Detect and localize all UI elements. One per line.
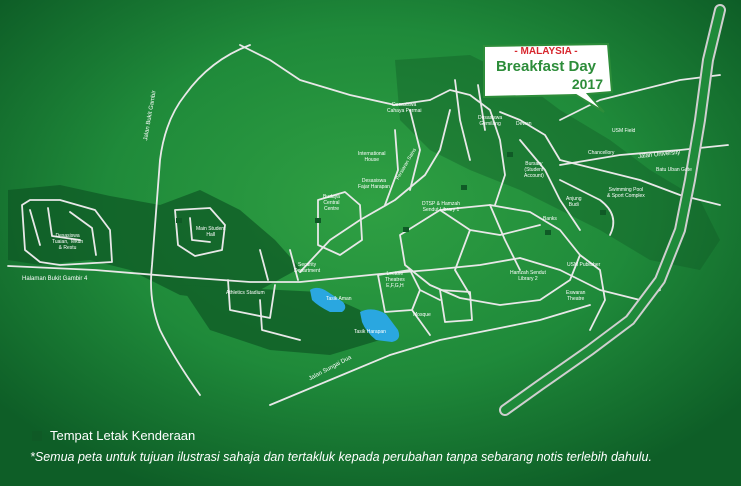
legend: Tempat Letak Kenderaan — [32, 428, 195, 443]
road-north-connector — [239, 44, 431, 106]
legend-parking-label: Tempat Letak Kenderaan — [50, 428, 196, 443]
label-desasiswa-cahaya-permai: Desasiswa Cahaya Permai — [387, 102, 422, 114]
road-stadium-inner — [259, 249, 301, 341]
label-international-house: International House — [358, 151, 386, 163]
parking-marker — [176, 218, 182, 223]
road-east-connector — [519, 139, 581, 231]
badge-shape — [483, 42, 614, 113]
label-desasiswa-fajar-harapan: Desasiswa Fajar Harapan — [358, 178, 390, 190]
disclaimer-note: *Semua peta untuk tujuan ilustrasi sahaj… — [30, 450, 652, 464]
label-mosque: Mosque — [413, 312, 431, 318]
label-lecture-theatres: Lecture Theatres E,F,G,H — [385, 271, 405, 289]
road-north-campus-inner — [454, 79, 561, 161]
road-desasiswa-inner — [29, 207, 97, 256]
road-bukit-gambir — [150, 44, 251, 396]
label-main-student-hall: Main Student Hall — [196, 226, 226, 238]
road-mosque-connectors — [411, 289, 441, 336]
lakes — [310, 287, 400, 342]
tasik-harapan-lake — [360, 309, 400, 342]
highway-median — [501, 6, 724, 414]
road-stadium-loop — [227, 279, 276, 319]
label-dewan: Dewan — [516, 121, 532, 127]
label-chancellory: Chancellory — [588, 150, 615, 156]
badge-year: 2017 — [571, 76, 603, 92]
parking-marker — [507, 152, 513, 157]
label-dtsp-library: DTSP & Hamzah Sendut Library 1 — [422, 201, 460, 213]
label-tasik-aman: Tasik Aman — [326, 296, 352, 302]
label-anjung-budi: Anjung Budi — [566, 196, 582, 208]
road-jalan-university — [559, 144, 729, 166]
label-tasik-harapan: Tasik Harapan — [354, 329, 386, 335]
badge-country: - MALAYSIA - — [514, 46, 578, 57]
label-banks: Banks — [543, 216, 557, 222]
road-main-student-hall-loop — [174, 207, 226, 257]
legend-parking-swatch — [32, 430, 42, 441]
road-sport-complex — [559, 179, 615, 236]
label-halaman-bukit-gambir: Halaman Bukit Gambir 4 — [22, 276, 88, 282]
label-usm-publisher: USM Publisher — [567, 262, 601, 268]
parking-marker — [600, 210, 606, 215]
label-athletics-stadium: Athletics Stadium — [226, 290, 265, 296]
parking-marker — [315, 218, 321, 223]
road-budaya-loop — [317, 191, 363, 256]
parking-marker — [461, 185, 467, 190]
parking-marker — [545, 230, 551, 235]
road-north-east — [559, 74, 721, 121]
label-swimming-pool: Swimming Pool & Sport Complex — [607, 187, 645, 199]
road-student-hall-inner — [189, 217, 211, 243]
label-bursary: Bursary (Student Account) — [524, 161, 544, 179]
label-desasiswa-tuaian: Desasiswa Tuaian, Tekun & Restu — [52, 233, 84, 251]
road-persiaran-sains — [299, 109, 451, 273]
event-badge-text: - MALAYSIA - Breakfast Day 2017 — [481, 44, 611, 102]
tasik-aman-lake — [310, 287, 346, 312]
road-eswaran — [579, 254, 606, 331]
road-mosque-loop — [439, 289, 473, 323]
parking-area-east — [395, 55, 720, 270]
road-network — [7, 44, 729, 406]
event-badge — [483, 42, 614, 113]
road-west-connectors — [384, 109, 421, 206]
road-jalan-sungai-dua — [269, 304, 591, 406]
road-north-campus — [429, 89, 506, 206]
road-lecture-loop — [377, 269, 421, 313]
label-eswaran-theatre: Eswaran Theatre — [566, 290, 586, 302]
parking-marker — [403, 227, 409, 232]
road-east-mid — [559, 159, 721, 206]
label-desasiswa-gemilang: Desasiswa Gemilang — [478, 115, 503, 127]
label-usm-field: USM Field — [612, 128, 636, 134]
label-hamzah-sendut-library-2: Hamzah Sendut Library 2 — [510, 270, 546, 282]
road-desasiswa-loop — [21, 199, 113, 266]
badge-title: Breakfast Day — [495, 58, 597, 75]
road-central-inner — [439, 204, 541, 296]
label-security-department: Security Department — [294, 262, 321, 274]
label-budaya-central: Budaya Central Centre — [323, 194, 340, 212]
label-batu-uban-gate: Batu Uban Gate — [656, 167, 692, 173]
parking-markers — [176, 152, 606, 235]
